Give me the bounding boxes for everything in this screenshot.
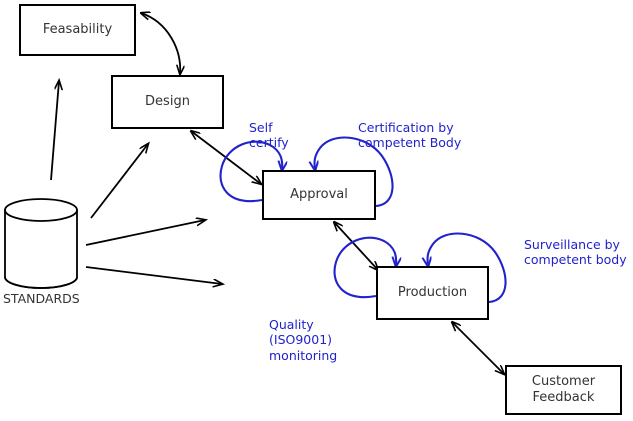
loop-label-certification-competent-body: Certification by competent Body bbox=[358, 104, 461, 151]
loop-quality-monitoring bbox=[333, 236, 397, 299]
node-feasability[interactable]: Feasability bbox=[19, 4, 136, 56]
node-design-label: Design bbox=[145, 94, 190, 109]
loop-label-certification-competent-body-text: Certification by competent Body bbox=[358, 119, 462, 151]
node-customer-feedback-label: Customer Feedback bbox=[531, 374, 596, 405]
node-design[interactable]: Design bbox=[111, 75, 224, 129]
loop-label-surveillance-competent-body-text: Surveillance by competent body bbox=[524, 236, 627, 268]
standards-text: STANDARDS bbox=[3, 291, 80, 306]
node-approval[interactable]: Approval bbox=[262, 170, 376, 220]
node-standards-label: STANDARDS bbox=[3, 291, 80, 306]
edge-feasability-design bbox=[141, 13, 180, 74]
edge-standards-production bbox=[85, 266, 222, 284]
node-production-label: Production bbox=[397, 285, 468, 300]
loop-self-certify bbox=[219, 140, 283, 203]
node-feasability-label: Feasability bbox=[42, 22, 113, 37]
loop-surveillance-competent-body bbox=[428, 232, 507, 304]
loop-label-surveillance-competent-body: Surveillance by competent body bbox=[524, 221, 627, 268]
edge-standards-approval bbox=[85, 220, 205, 246]
loop-label-quality-monitoring-text: Quality (ISO9001) monitoring bbox=[269, 316, 338, 363]
loop-label-self-certify-text: Self certify bbox=[249, 119, 289, 151]
node-production[interactable]: Production bbox=[376, 266, 489, 320]
node-customer-feedback[interactable]: Customer Feedback bbox=[505, 365, 622, 415]
edge-standards-design bbox=[90, 144, 148, 219]
edge-standards-feasability bbox=[50, 81, 59, 181]
standards-cylinder-shape bbox=[4, 198, 78, 289]
loop-certification-competent-body bbox=[315, 136, 394, 208]
edge-approval-production bbox=[334, 222, 378, 270]
loop-label-quality-monitoring: Quality (ISO9001) monitoring bbox=[269, 301, 337, 363]
node-approval-label: Approval bbox=[290, 187, 348, 202]
loop-label-self-certify: Self certify bbox=[249, 104, 289, 151]
edge-production-customer-feedback bbox=[452, 322, 504, 374]
